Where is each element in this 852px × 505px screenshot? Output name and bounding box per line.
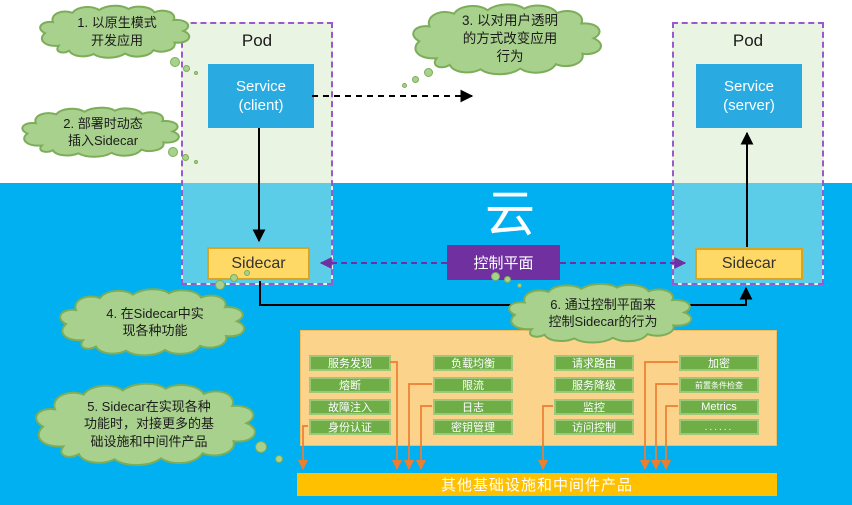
service-server-box: Service (server) <box>696 64 802 128</box>
thought-dot <box>230 274 238 282</box>
feature-precondition-check: 前置条件检查 <box>679 377 759 393</box>
feature-monitoring: 监控 <box>554 399 634 415</box>
thought-dot <box>504 276 511 283</box>
capabilities-panel: 服务发现 熔断 故障注入 身份认证 负载均衡 限流 日志 密钥管理 请求路由 服… <box>300 330 777 446</box>
feature-circuit-breaker: 熔断 <box>309 377 391 393</box>
pod-left: Pod Service (client) <box>181 22 333 285</box>
feature-ellipsis: ...... <box>679 419 759 435</box>
thought-cloud-6: 6. 通过控制平面来 控制Sidecar的行为 <box>504 282 702 344</box>
sidecar-right-box: Sidecar <box>695 248 803 280</box>
thought-dot <box>194 160 198 164</box>
annotation-5: 5. Sidecar在实现各种 功能时，对接更多的基 础设施和中间件产品 <box>83 399 214 449</box>
thought-dot <box>182 154 189 161</box>
feature-key-management: 密钥管理 <box>433 419 513 435</box>
annotation-6: 6. 通过控制平面来 控制Sidecar的行为 <box>548 296 658 329</box>
thought-cloud-2: 2. 部署时动态 插入Sidecar <box>18 106 188 158</box>
feature-rate-limiting: 限流 <box>433 377 513 393</box>
feature-identity-authentication: 身份认证 <box>309 419 391 435</box>
pod-right-label: Pod <box>732 31 764 50</box>
thought-cloud-1: 1. 以原生模式 开发应用 <box>36 4 198 59</box>
service-client-box: Service (client) <box>208 64 314 128</box>
thought-dot <box>194 71 198 75</box>
feature-fault-injection: 故障注入 <box>309 399 391 415</box>
thought-dot <box>412 76 419 83</box>
thought-dot <box>244 270 250 276</box>
thought-dot <box>215 280 225 290</box>
thought-dot <box>168 147 178 157</box>
thought-dot <box>275 455 283 463</box>
annotation-4: 4. 在Sidecar中实 现各种功能 <box>106 305 204 338</box>
cloud-zone-label: 云 <box>485 186 535 242</box>
annotation-3: 3. 以对用户透明 的方式改变应用 行为 <box>461 13 558 64</box>
feature-request-routing: 请求路由 <box>554 355 634 371</box>
pod-left-label: Pod <box>241 31 273 50</box>
thought-dot <box>255 441 267 453</box>
feature-service-degradation: 服务降级 <box>554 377 634 393</box>
sidecar-left-box: Sidecar <box>207 247 310 280</box>
annotation-2: 2. 部署时动态 插入Sidecar <box>63 115 143 148</box>
annotation-1: 1. 以原生模式 开发应用 <box>77 15 157 48</box>
feature-encryption: 加密 <box>679 355 759 371</box>
feature-load-balancing: 负载均衡 <box>433 355 513 371</box>
thought-cloud-4: 4. 在Sidecar中实 现各种功能 <box>55 287 255 357</box>
feature-metrics: Metrics <box>679 399 759 415</box>
thought-dot <box>170 57 180 67</box>
feature-access-control: 访问控制 <box>554 419 634 435</box>
feature-service-discovery: 服务发现 <box>309 355 391 371</box>
thought-dot <box>491 272 500 281</box>
thought-dot <box>517 283 522 288</box>
feature-logging: 日志 <box>433 399 513 415</box>
control-plane-box: 控制平面 <box>447 245 560 280</box>
infrastructure-bar: 其他基础设施和中间件产品 <box>297 473 777 496</box>
thought-dot <box>183 65 190 72</box>
thought-dot <box>402 83 407 88</box>
thought-dot <box>424 68 433 77</box>
thought-cloud-3: 3. 以对用户透明 的方式改变应用 行为 <box>408 2 612 76</box>
thought-cloud-5: 5. Sidecar在实现各种 功能时，对接更多的基 础设施和中间件产品 <box>30 381 268 467</box>
pod-right: Pod Service (server) <box>672 22 824 285</box>
